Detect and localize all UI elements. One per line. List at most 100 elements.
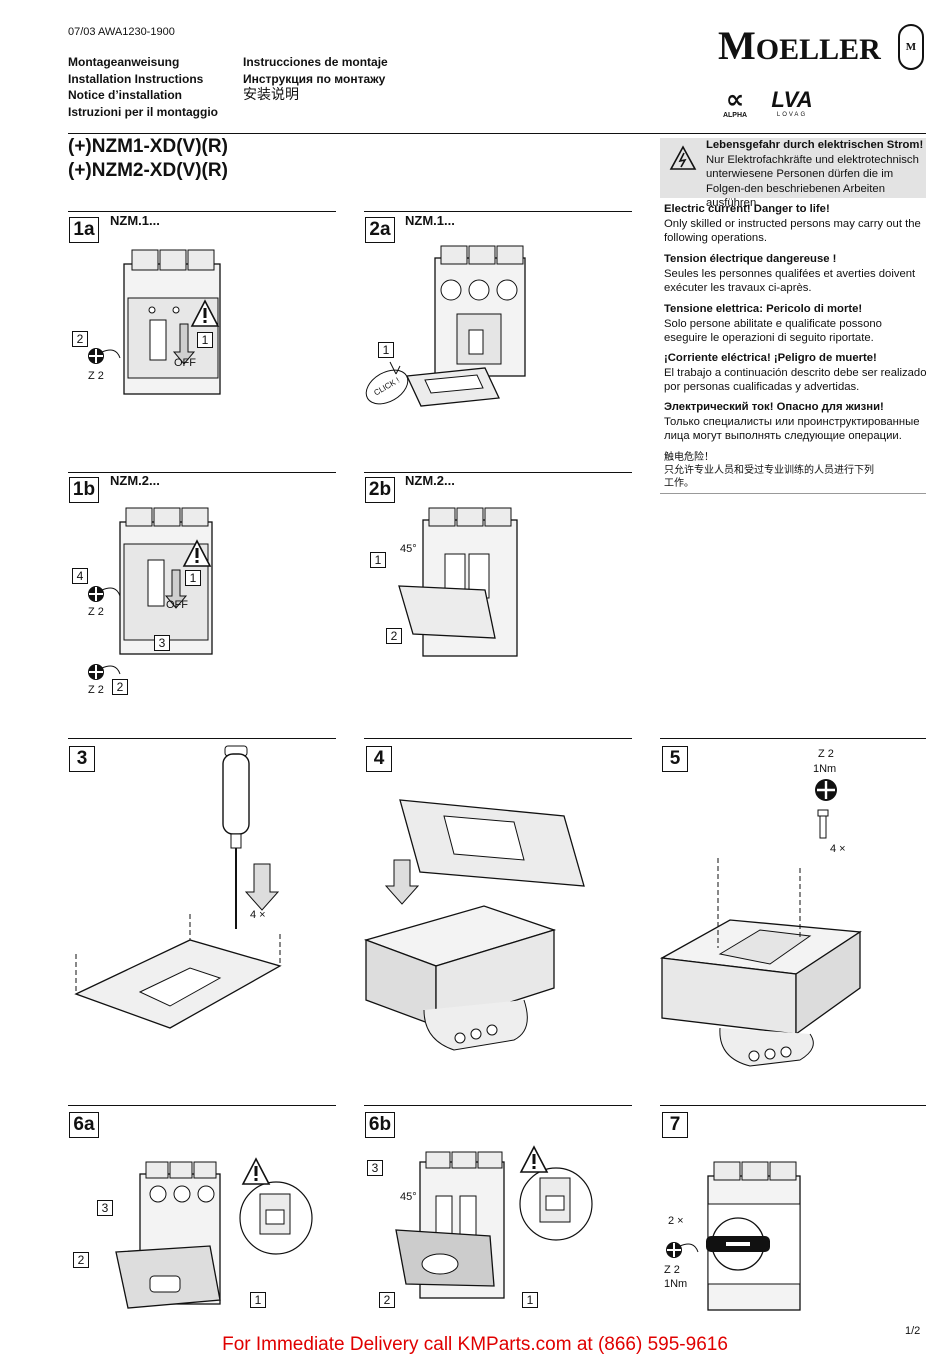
warning-fr: Tension électrique dangereuse !Seules le… (664, 253, 916, 294)
warning-de: Lebensgefahr durch elektrischen Strom!Nu… (706, 139, 924, 209)
lang-it: Istruzioni per il montaggio (68, 104, 218, 119)
torque-7: 1Nm (664, 1278, 688, 1290)
pozidriv-icon (664, 1240, 700, 1267)
rule-7 (660, 1105, 926, 1106)
rule-1b (68, 472, 336, 473)
breaker-tilt-cover-illustration (395, 500, 525, 670)
lovag-logo: LVA LOVAG (771, 87, 813, 119)
header-divider (68, 133, 926, 134)
brand-logo: MOELLER (718, 23, 881, 68)
step-2b-model: NZM.2... (405, 473, 455, 488)
callout-6b-1: 1 (522, 1292, 538, 1308)
handle-fit-illustration (110, 1160, 240, 1325)
rule-1a (68, 211, 336, 212)
torque-5: 1Nm (813, 763, 837, 775)
pozidriv-icon (86, 346, 122, 373)
callout-1b-2: 2 (112, 679, 128, 695)
step-1a-model: NZM.1... (110, 213, 160, 228)
times-7: 2 × (668, 1215, 684, 1227)
off-label-1a: OFF (174, 357, 196, 369)
lang-de: Montageanweisung (68, 55, 180, 69)
footer-contact: For Immediate Delivery call KMParts.com … (222, 1334, 728, 1355)
product-title: (+)NZM1-XD(V)(R) (+)NZM2-XD(V)(R) (68, 136, 228, 181)
alpha-logo: ∝ ALPHA (722, 85, 748, 119)
warning-triangle-icon (519, 1145, 549, 1179)
step-number-1a: 1a (69, 217, 99, 243)
screwdriver-plate-illustration (70, 744, 290, 1049)
lang-en: Installation Instructions (68, 71, 204, 86)
page-number: 1/2 (905, 1325, 921, 1337)
warning-it: Tensione elettrica: Pericolo di morte!So… (664, 303, 882, 344)
rule-4 (364, 738, 632, 739)
languages-left: Montageanweisung Installation Instructio… (68, 54, 218, 120)
step-number-2a: 2a (365, 217, 395, 243)
callout-2a-1: 1 (378, 342, 394, 358)
pozidriv-icon (814, 778, 838, 807)
callout-1a-1: 1 (197, 332, 213, 348)
lang-es: Instrucciones de montaje (243, 55, 388, 69)
breaker-nzm1-illustration (110, 240, 230, 405)
warning-highlight-box (660, 138, 926, 198)
callout-6a-2: 2 (73, 1252, 89, 1268)
step-1b-model: NZM.2... (110, 473, 160, 488)
brand-seal-icon: M (898, 24, 924, 70)
rule-6a (68, 1105, 336, 1106)
rule-6b (364, 1105, 632, 1106)
handle-tilt-illustration (390, 1151, 520, 1317)
warning-divider (660, 493, 926, 494)
tool-1b-a: Z 2 (88, 606, 104, 618)
callout-2b-1: 1 (370, 552, 386, 568)
angle-2b: 45° (400, 543, 417, 555)
breaker-open-cover-illustration (395, 238, 535, 413)
step-number-2b: 2b (365, 477, 395, 503)
warning-zh: 触电危险！只允许专业人员和受过专业训练的人员进行下列工作。 (664, 452, 874, 489)
off-label-1b: OFF (166, 599, 188, 611)
tool-7: Z 2 (664, 1264, 680, 1276)
lang-ru: Инструкция по монтажу (243, 71, 386, 86)
callout-6b-3: 3 (367, 1160, 383, 1176)
document-code: 07/03 AWA1230-1900 (68, 26, 175, 38)
warning-es: ¡Corriente eléctrica! ¡Peligro de muerte… (664, 352, 927, 393)
times-5: 4 × (830, 843, 846, 855)
step-number-6a: 6a (69, 1112, 99, 1138)
pozidriv-icon (86, 662, 122, 689)
lang-fr: Notice d’installation (68, 88, 183, 102)
rule-2b (364, 472, 632, 473)
callout-1b-1: 1 (185, 570, 201, 586)
rule-5 (660, 738, 926, 739)
tool-1a: Z 2 (88, 370, 104, 382)
callout-1b-3: 3 (154, 635, 170, 651)
pozidriv-icon (86, 584, 122, 611)
finished-switch-illustration (700, 1156, 810, 1321)
step-number-7: 7 (662, 1112, 688, 1138)
languages-right: Instrucciones de montaje Инструкция по м… (243, 54, 388, 104)
warning-ru: Электрический ток! Опасно для жизни!Толь… (664, 401, 920, 442)
detail-zoom-circle (518, 1166, 594, 1247)
arrow-down-icon (386, 360, 406, 385)
lang-zh: 安装说明 (243, 87, 299, 103)
rule-3 (68, 738, 336, 739)
step-number-1b: 1b (69, 477, 99, 503)
callout-1b-4: 4 (72, 568, 88, 584)
angle-6b: 45° (400, 1191, 417, 1203)
electric-hazard-icon (669, 145, 697, 175)
step-number-5: 5 (662, 746, 688, 772)
screw-mounting-illustration (659, 808, 870, 1083)
tool-1b-b: Z 2 (88, 684, 104, 696)
warning-en: Electric current! Danger to life!Only sk… (664, 203, 921, 244)
step-number-4: 4 (366, 746, 392, 772)
step-number-6b: 6b (365, 1112, 395, 1138)
step-number-3: 3 (69, 746, 95, 772)
warning-triangle-icon (241, 1157, 271, 1191)
rule-2a (364, 211, 632, 212)
callout-6b-2: 2 (379, 1292, 395, 1308)
callout-6a-3: 3 (97, 1200, 113, 1216)
warning-triangle-icon (190, 299, 220, 333)
callout-1a-2: 2 (72, 331, 88, 347)
warning-triangle-icon (182, 539, 212, 573)
cover-assembly-illustration (363, 790, 594, 1075)
callout-2b-2: 2 (386, 628, 402, 644)
times-3: 4 × (250, 909, 266, 921)
callout-6a-1: 1 (250, 1292, 266, 1308)
tool-5: Z 2 (818, 748, 834, 760)
